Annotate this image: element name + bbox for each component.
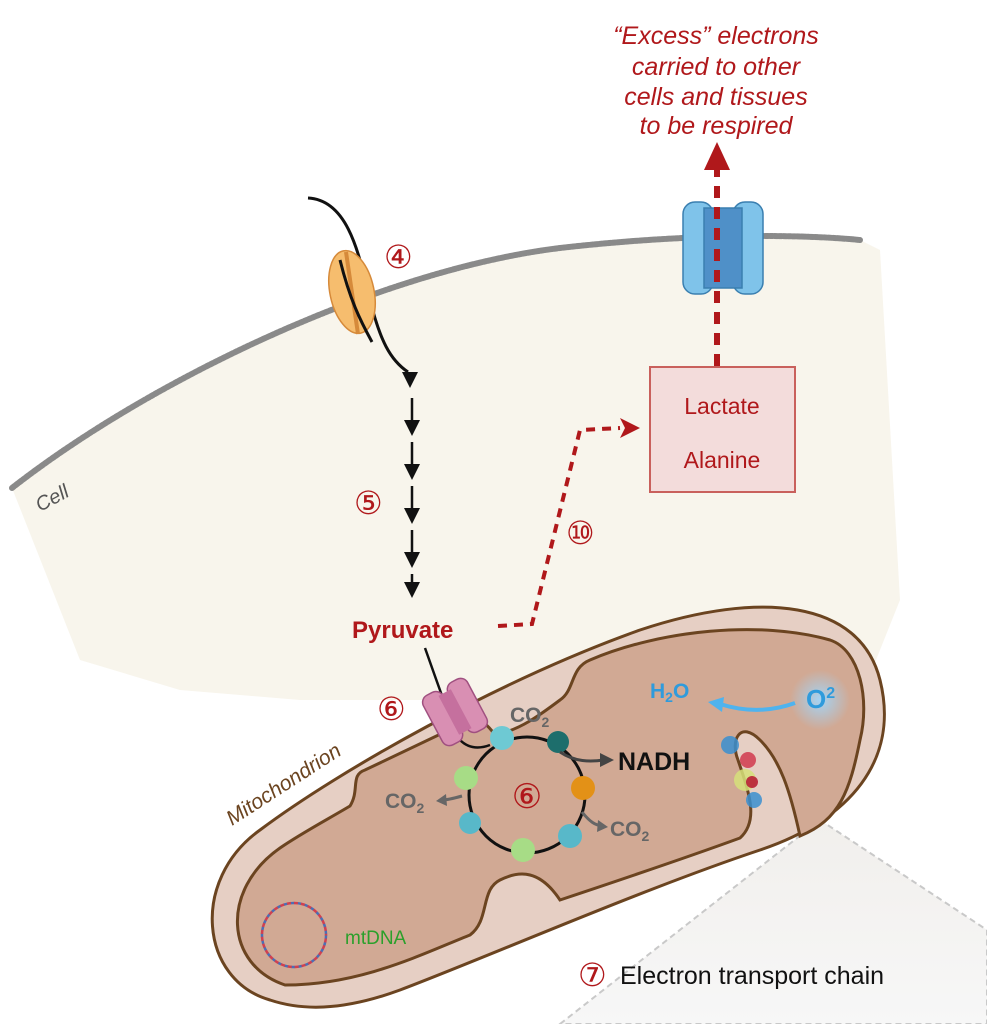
enzyme: [547, 731, 569, 753]
etc-complexes: [721, 736, 762, 808]
cell-membrane: [9, 233, 863, 491]
svg-text:CO2: CO2: [610, 818, 650, 844]
o2-label: O2: [806, 684, 835, 714]
enzyme: [490, 726, 514, 750]
etc-complex: [740, 752, 756, 768]
enzyme: [459, 812, 481, 834]
etc-zoom-region: [558, 818, 987, 1024]
mtdna-ring: [260, 901, 328, 969]
lactate-arrowhead: [620, 418, 640, 438]
excess-electrons-label: “Excess” electrons carried to other cell…: [613, 22, 819, 140]
mito-inner-membrane: [235, 628, 866, 987]
mtdna-label: mtDNA: [345, 928, 407, 949]
cell-body: [12, 236, 900, 700]
enzyme: [454, 766, 478, 790]
excess-line-2: carried to other: [632, 53, 802, 81]
co2-right: CO2: [580, 811, 650, 844]
step-10-marker: ⑩: [566, 515, 595, 551]
lactate-alanine-box: [649, 366, 796, 493]
o2-to-h2o-arrow: [719, 701, 796, 712]
etc-complex: [746, 776, 758, 788]
h2o-label: H2O: [650, 680, 689, 705]
alanine-label: Alanine: [684, 447, 761, 473]
svg-text:O2: O2: [806, 684, 835, 714]
etc-label: Electron transport chain: [620, 962, 884, 990]
step-6-tca-marker: ⑥: [512, 778, 542, 816]
step-4-marker: ④: [384, 239, 413, 275]
co2-top: CO2: [510, 704, 550, 730]
nadh-label: NADH: [618, 748, 690, 776]
o2-arrowhead: [708, 697, 724, 712]
svg-text:H2O: H2O: [650, 680, 689, 705]
etc-complex: [746, 792, 762, 808]
etc-complex: [721, 736, 739, 754]
step-6-carrier-marker: ⑥: [377, 691, 406, 727]
enzyme: [571, 776, 595, 800]
excess-line-4: to be respired: [640, 112, 794, 140]
tca-enzymes: [454, 726, 595, 862]
enzyme: [511, 838, 535, 862]
excess-line-3: cells and tissues: [624, 83, 807, 111]
export-transporter: [682, 201, 764, 295]
nadh-arrowhead: [600, 753, 614, 767]
lactate-label: Lactate: [684, 393, 759, 419]
glycolysis-arrows: [402, 372, 420, 598]
svg-text:CO2: CO2: [385, 790, 425, 816]
glucose-transporter: [328, 249, 376, 343]
export-arrowhead: [704, 142, 730, 170]
mito-pyruvate-carrier: [421, 677, 489, 747]
co2-left: CO2: [385, 790, 463, 816]
svg-text:CO2: CO2: [510, 704, 550, 730]
step-7-marker: ⑦: [578, 957, 607, 993]
step-5-marker: ⑤: [354, 485, 383, 521]
excess-line-1: “Excess” electrons: [613, 22, 819, 50]
o2-glow: [790, 670, 850, 730]
enzyme: [558, 824, 582, 848]
lactate-alanine-path: [497, 426, 621, 628]
pyruvate-label: Pyruvate: [352, 617, 453, 644]
